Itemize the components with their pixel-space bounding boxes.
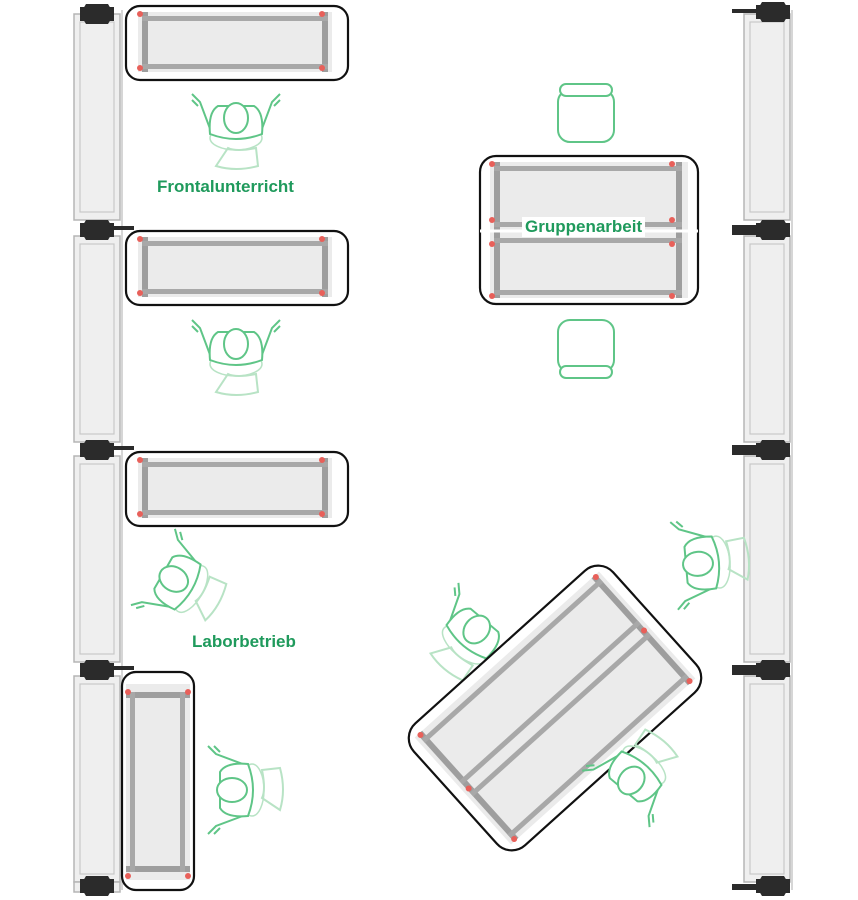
chair-icon	[557, 83, 615, 143]
person-icon	[129, 527, 241, 644]
person-icon	[669, 514, 754, 611]
desk-frontal-1	[124, 4, 350, 82]
person-icon	[191, 93, 281, 170]
desk-labor-left	[120, 670, 196, 892]
chair-icon	[557, 319, 615, 379]
desk-frontal-3	[124, 450, 350, 528]
right-wall	[743, 10, 793, 890]
person-icon	[207, 745, 284, 835]
desk-frontal-2	[124, 229, 350, 307]
person-icon	[191, 319, 281, 396]
label-gruppenarbeit: Gruppenarbeit	[522, 217, 646, 237]
desk-labor-angled	[407, 564, 703, 852]
label-frontalunterricht: Frontalunterricht	[157, 177, 294, 196]
label-laborbetrieb: Laborbetrieb	[192, 632, 296, 651]
left-wall-connectors	[80, 4, 134, 896]
right-wall-connectors	[732, 2, 790, 896]
